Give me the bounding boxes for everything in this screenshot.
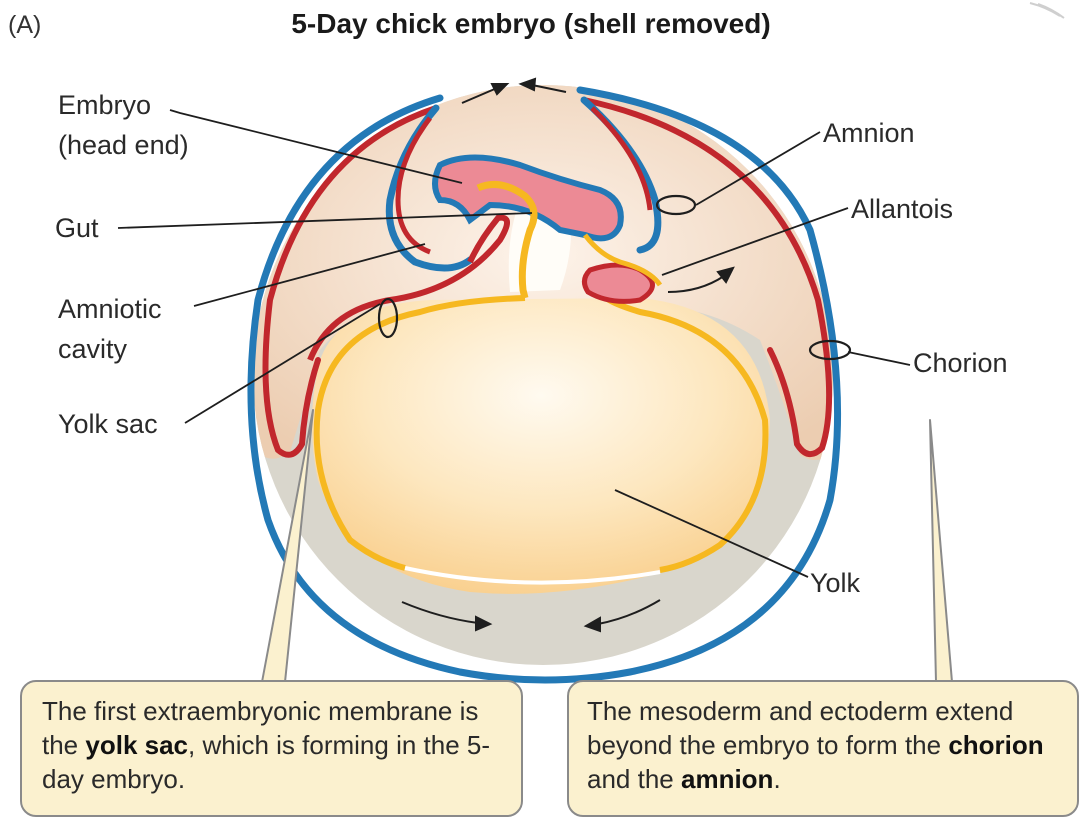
panel-letter: (A) [8, 11, 41, 39]
yolk-mass [312, 298, 770, 594]
callout-chorion-amnion: The mesoderm and ectoderm extend beyond … [567, 680, 1079, 817]
label-amniotic: Amniotic [58, 294, 162, 324]
diagram-title: 5-Day chick embryo (shell removed) [291, 8, 770, 39]
label-amniotic-cavity: cavity [58, 334, 128, 364]
corner-curl-icon [1030, 3, 1064, 18]
leader-chorion [848, 352, 910, 365]
label-allantois: Allantois [851, 194, 953, 224]
callout-right-bold-chorion: chorion [948, 730, 1043, 760]
label-gut: Gut [55, 213, 99, 243]
label-yolk: Yolk [810, 568, 861, 598]
callout-right-bold-amnion: amnion [681, 764, 773, 794]
callout-right-pointer [930, 420, 952, 682]
label-embryo: Embryo [58, 90, 151, 120]
callout-left-bold: yolk sac [85, 730, 188, 760]
label-amnion: Amnion [823, 118, 915, 148]
label-chorion: Chorion [913, 348, 1008, 378]
label-embryo-head-end: (head end) [58, 130, 189, 160]
label-yolk-sac: Yolk sac [58, 409, 158, 439]
callout-right-text-end: . [773, 764, 780, 794]
callout-right-text-mid: and the [587, 764, 681, 794]
callout-yolk-sac: The first extraembryonic membrane is the… [20, 680, 523, 817]
